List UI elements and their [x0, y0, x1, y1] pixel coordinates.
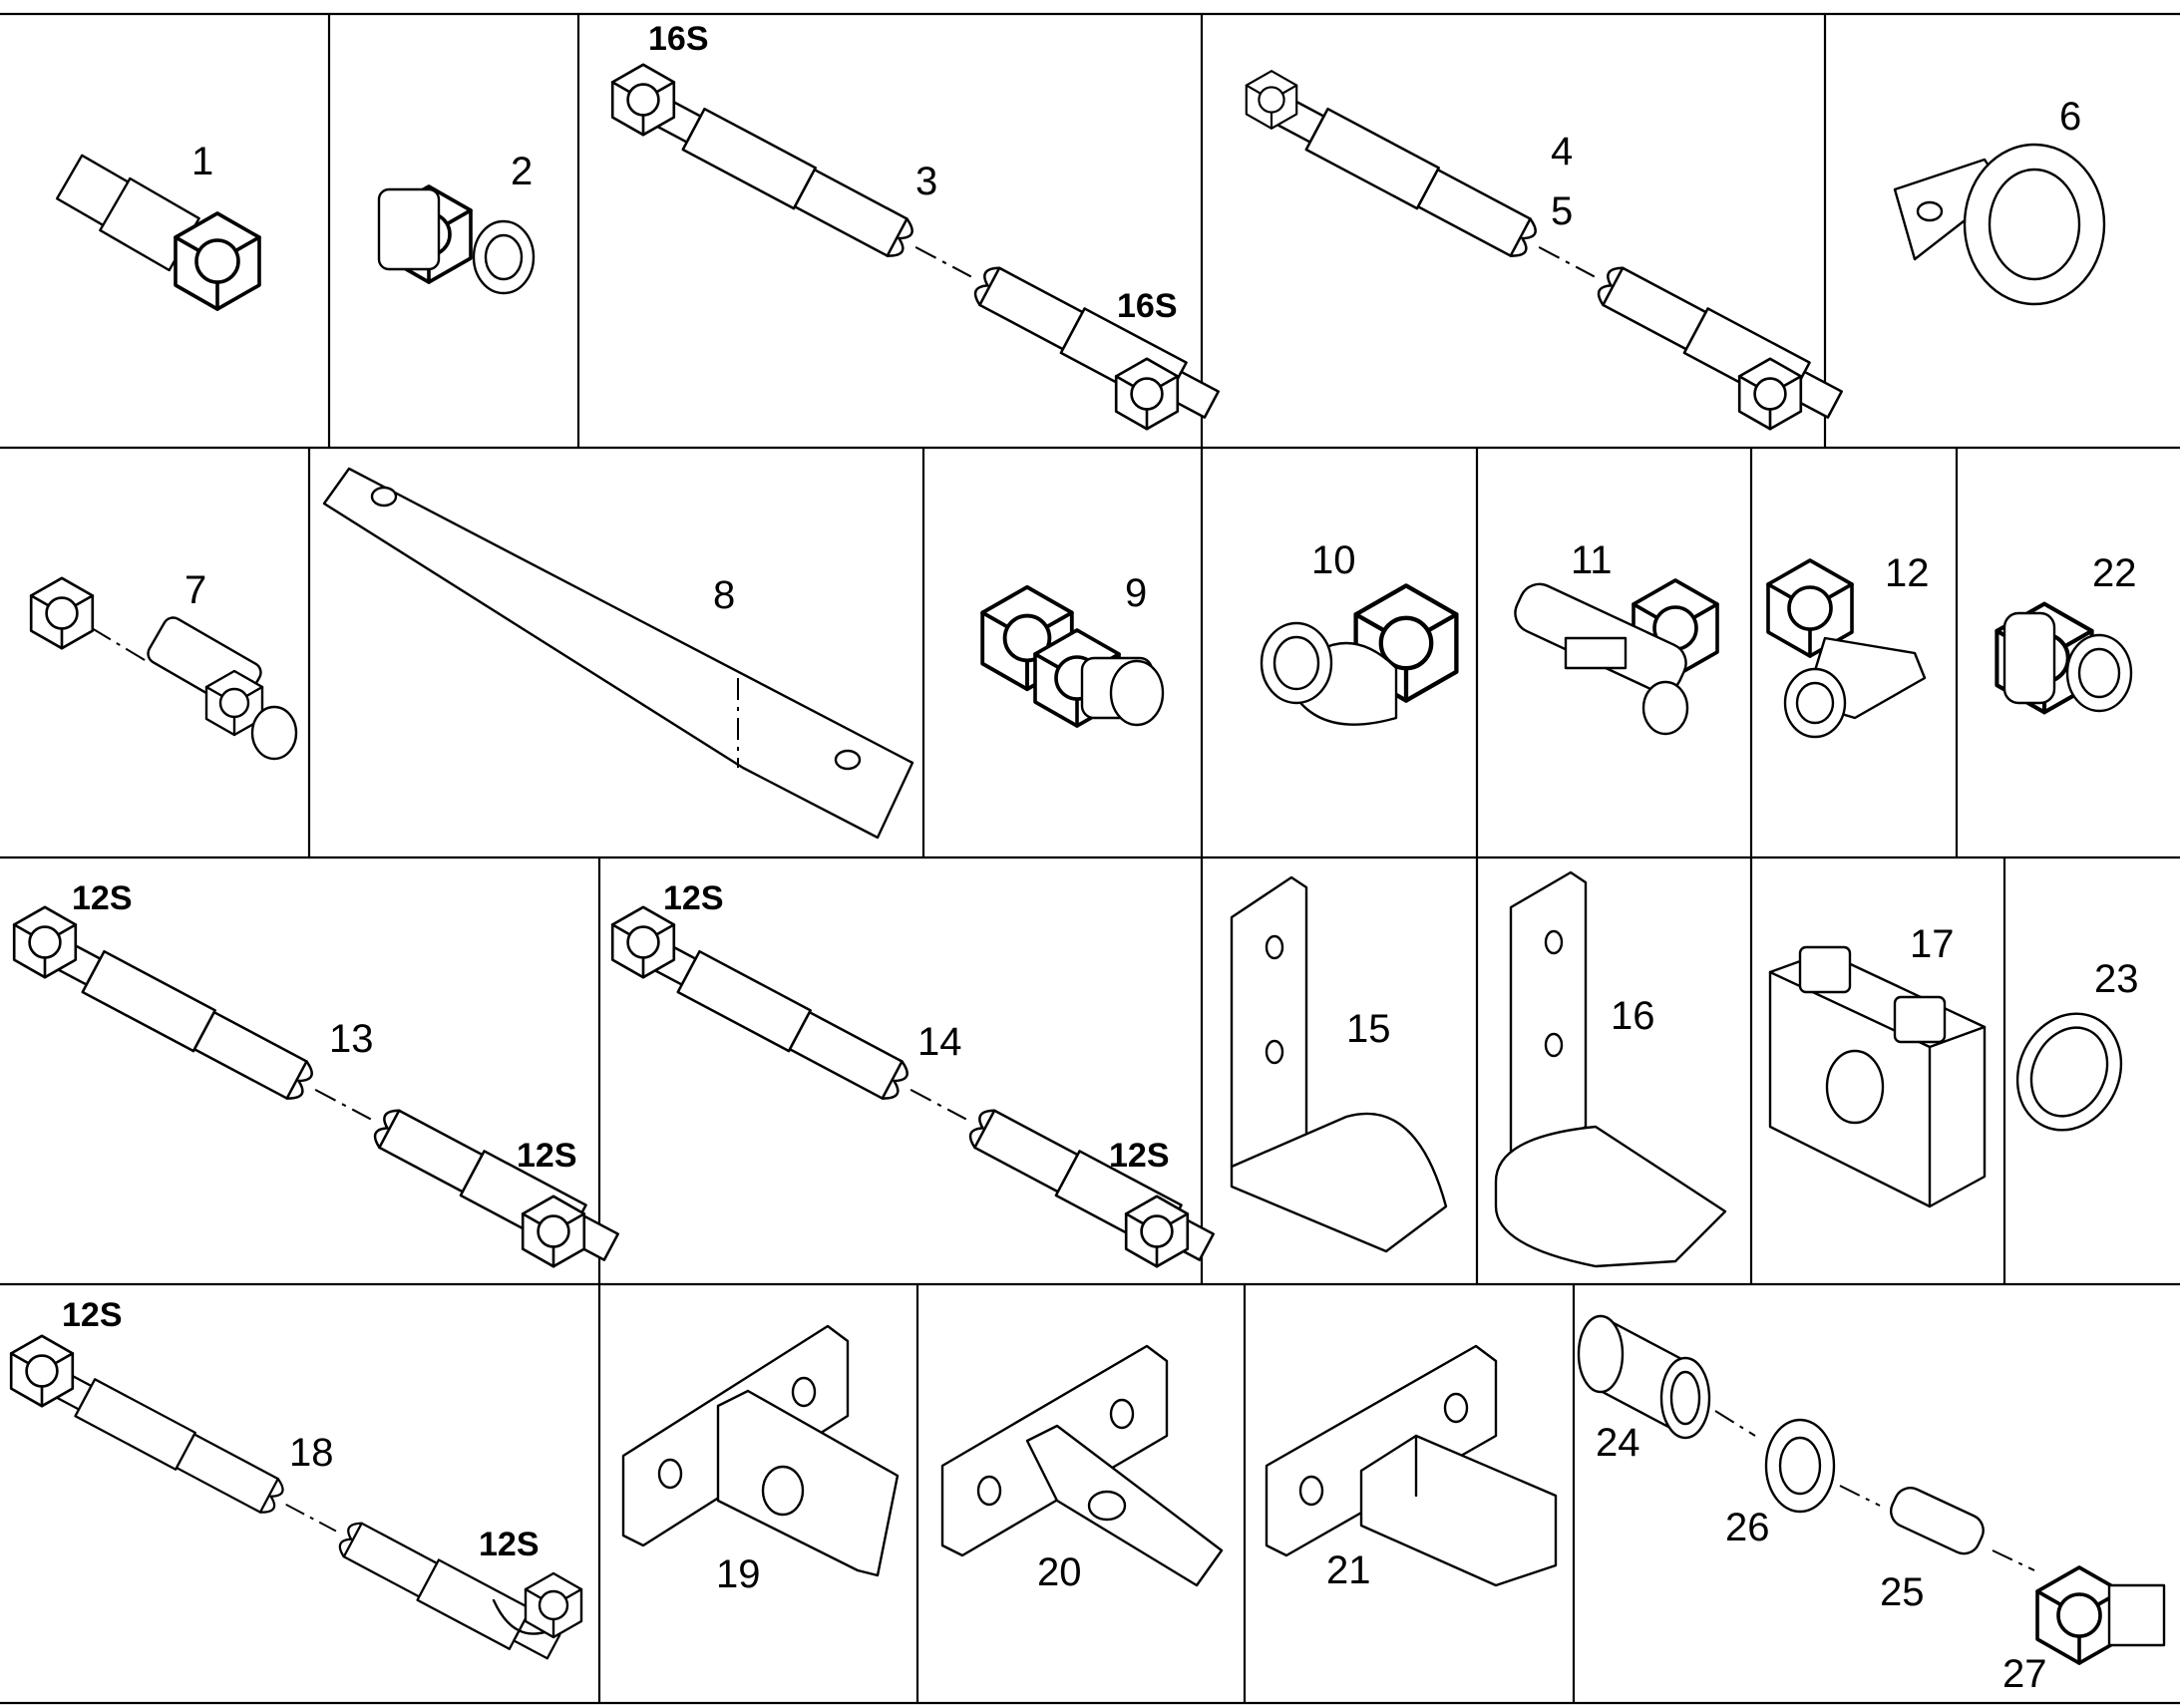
panel-grid [0, 12, 2180, 1705]
part-18-bent-hose-assembly [9, 1334, 583, 1668]
part-13-end-tag-bottom: 12S [517, 1137, 577, 1175]
part-label-24: 24 [1596, 1421, 1640, 1465]
part-label-26: 26 [1725, 1506, 1770, 1549]
part-18-end-tag-top: 12S [62, 1296, 123, 1334]
part-label-15: 15 [1346, 1007, 1391, 1051]
part-label-10: 10 [1311, 538, 1356, 582]
part-11-tee-fitting [1514, 578, 1719, 736]
part-3-end-tag-bottom: 16S [1117, 287, 1178, 325]
part-label-12: 12 [1885, 551, 1930, 595]
part-label-8: 8 [713, 573, 735, 617]
part-label-17: 17 [1910, 922, 1955, 966]
part-14-end-tag-bottom: 12S [1109, 1137, 1170, 1175]
part-21-channel-bracket [1265, 1344, 1558, 1587]
part-13-end-tag-top: 12S [72, 879, 133, 917]
part-20-angle-bracket [940, 1344, 1224, 1587]
part-label-1: 1 [191, 140, 213, 183]
part-14-hose-assembly [610, 905, 1220, 1271]
part-label-19: 19 [716, 1552, 761, 1596]
part-8-mounting-bracket [322, 467, 914, 840]
part-24-27-filter-assembly [1577, 1314, 2166, 1665]
part-label-14: 14 [917, 1020, 962, 1064]
part-label-3: 3 [915, 160, 937, 203]
part-4-5-hose-assembly [1245, 70, 1848, 431]
part-10-elbow-fitting [1260, 585, 1456, 726]
part-7-nut-and-stud [29, 576, 298, 761]
part-19-angle-bracket [621, 1324, 900, 1577]
part-label-4: 4 [1551, 130, 1573, 173]
part-18-end-tag-bottom: 12S [479, 1526, 540, 1563]
part-label-16: 16 [1611, 994, 1655, 1038]
part-label-2: 2 [511, 150, 533, 193]
part-label-11: 11 [1571, 538, 1613, 582]
part-14-end-tag-top: 12S [663, 879, 724, 917]
part-2-straight-adapter [377, 184, 536, 295]
part-label-21: 21 [1326, 1548, 1371, 1592]
part-label-23: 23 [2094, 957, 2139, 1001]
part-6-pipe-clip [1893, 143, 2106, 306]
part-23-sealing-washer [2015, 1012, 2123, 1132]
part-label-7: 7 [184, 568, 206, 612]
part-3-end-tag-top: 16S [648, 20, 709, 58]
part-label-25: 25 [1880, 1570, 1925, 1614]
part-label-13: 13 [329, 1017, 374, 1061]
part-9-reducer-adapter [980, 584, 1165, 728]
part-3-hose-assembly [610, 63, 1225, 431]
part-label-18: 18 [289, 1431, 334, 1475]
part-17-pipe-clamp-block [1768, 945, 1987, 1208]
part-15-l-bracket [1230, 875, 1448, 1253]
part-label-9: 9 [1125, 571, 1147, 615]
part-label-6: 6 [2059, 95, 2081, 139]
part-12-elbow-adapter [1766, 558, 1927, 739]
part-label-22: 22 [2092, 551, 2137, 595]
part-13-hose-assembly [12, 905, 624, 1271]
part-label-20: 20 [1037, 1550, 1082, 1594]
part-1-union-connector [55, 154, 261, 311]
part-label-5: 5 [1551, 189, 1573, 233]
part-16-l-bracket [1494, 870, 1727, 1268]
part-label-27: 27 [2002, 1652, 2047, 1696]
part-22-straight-connector [1997, 604, 2133, 713]
